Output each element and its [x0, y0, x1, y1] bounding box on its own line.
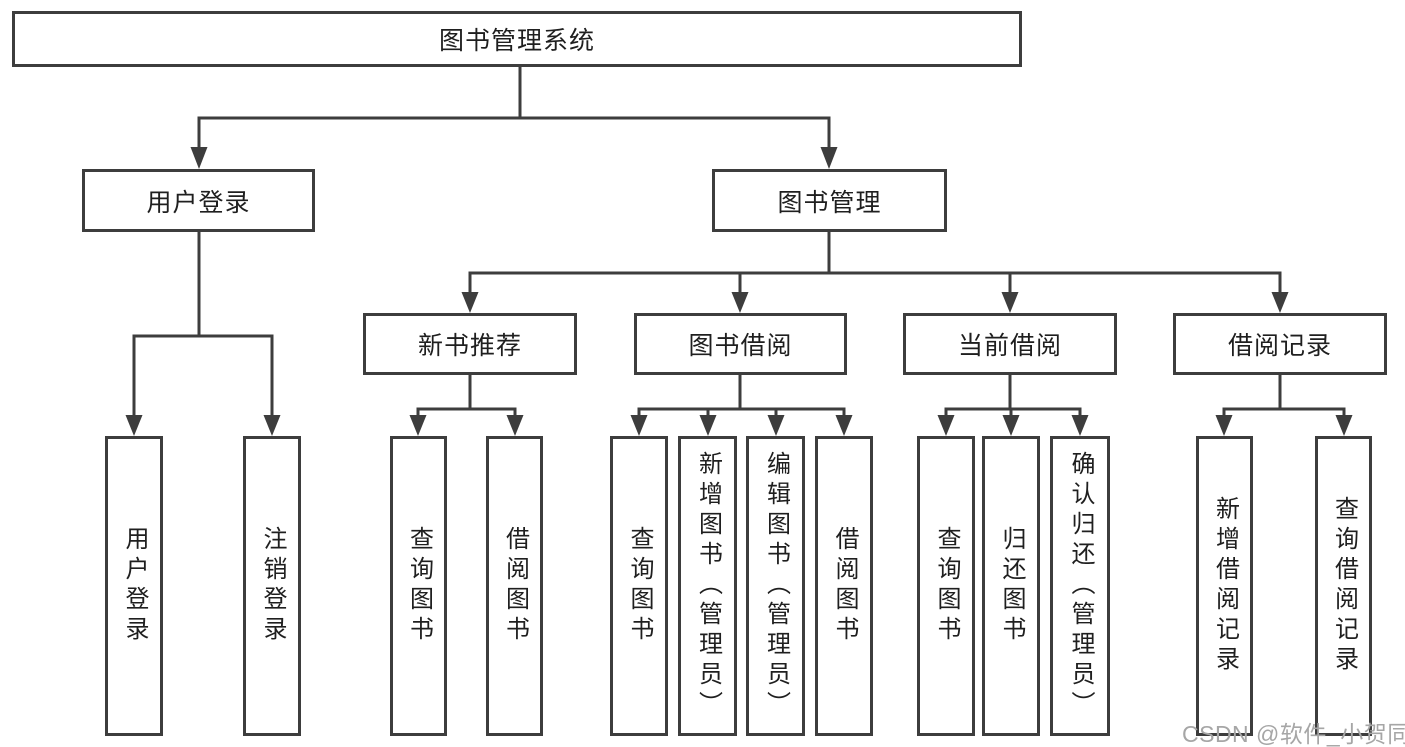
leaf-query-books: 查询图书 — [390, 436, 447, 736]
leaf-confirm-return-admin: 确认归还（管理员） — [1050, 436, 1110, 736]
node-new-book-recommendation: 新书推荐 — [363, 313, 577, 375]
leaf-query-borrow-record: 查询借阅记录 — [1315, 436, 1372, 736]
leaf-user-login: 用户登录 — [105, 436, 163, 736]
node-user-login: 用户登录 — [82, 169, 315, 232]
node-label: 确认归还（管理员） — [1067, 451, 1094, 721]
node-label: 查询图书 — [626, 526, 653, 646]
leaf-edit-book-admin: 编辑图书（管理员） — [746, 436, 805, 736]
node-root-library-management-system: 图书管理系统 — [12, 11, 1022, 67]
node-label: 用户登录 — [146, 188, 251, 217]
node-label: 用户登录 — [121, 526, 148, 646]
node-label: 查询借阅记录 — [1330, 496, 1358, 676]
leaf-add-book-admin: 新增图书（管理员） — [678, 436, 737, 736]
node-label: 查询图书 — [405, 526, 433, 646]
node-label: 图书借阅 — [688, 332, 793, 360]
node-label: 归还图书 — [998, 526, 1025, 646]
node-label: 新增借阅记录 — [1211, 496, 1239, 676]
leaf-query-books: 查询图书 — [610, 436, 668, 736]
node-book-borrowing: 图书借阅 — [634, 313, 847, 375]
leaf-query-books: 查询图书 — [917, 436, 975, 736]
node-label: 注销登录 — [259, 526, 286, 646]
leaf-borrow-books: 借阅图书 — [815, 436, 873, 736]
node-label: 新书推荐 — [417, 332, 522, 360]
leaf-return-books: 归还图书 — [982, 436, 1040, 736]
node-label: 新增图书（管理员） — [694, 451, 722, 721]
leaf-logout: 注销登录 — [243, 436, 301, 736]
node-current-borrowing: 当前借阅 — [903, 313, 1117, 375]
node-label: 图书管理 — [777, 188, 882, 217]
node-label: 图书管理系统 — [438, 27, 595, 55]
leaf-add-borrow-record: 新增借阅记录 — [1196, 436, 1253, 736]
leaf-borrow-books: 借阅图书 — [486, 436, 543, 736]
node-borrowing-records: 借阅记录 — [1173, 313, 1387, 375]
node-label: 借阅图书 — [831, 526, 858, 646]
node-label: 查询图书 — [933, 526, 960, 646]
node-label: 借阅图书 — [501, 526, 529, 646]
csdn-watermark: CSDN @软件_小贺同学 — [1182, 721, 1405, 747]
node-book-management: 图书管理 — [712, 169, 947, 232]
node-label: 借阅记录 — [1227, 332, 1332, 360]
node-label: 编辑图书（管理员） — [762, 451, 790, 721]
node-label: 当前借阅 — [957, 332, 1062, 360]
